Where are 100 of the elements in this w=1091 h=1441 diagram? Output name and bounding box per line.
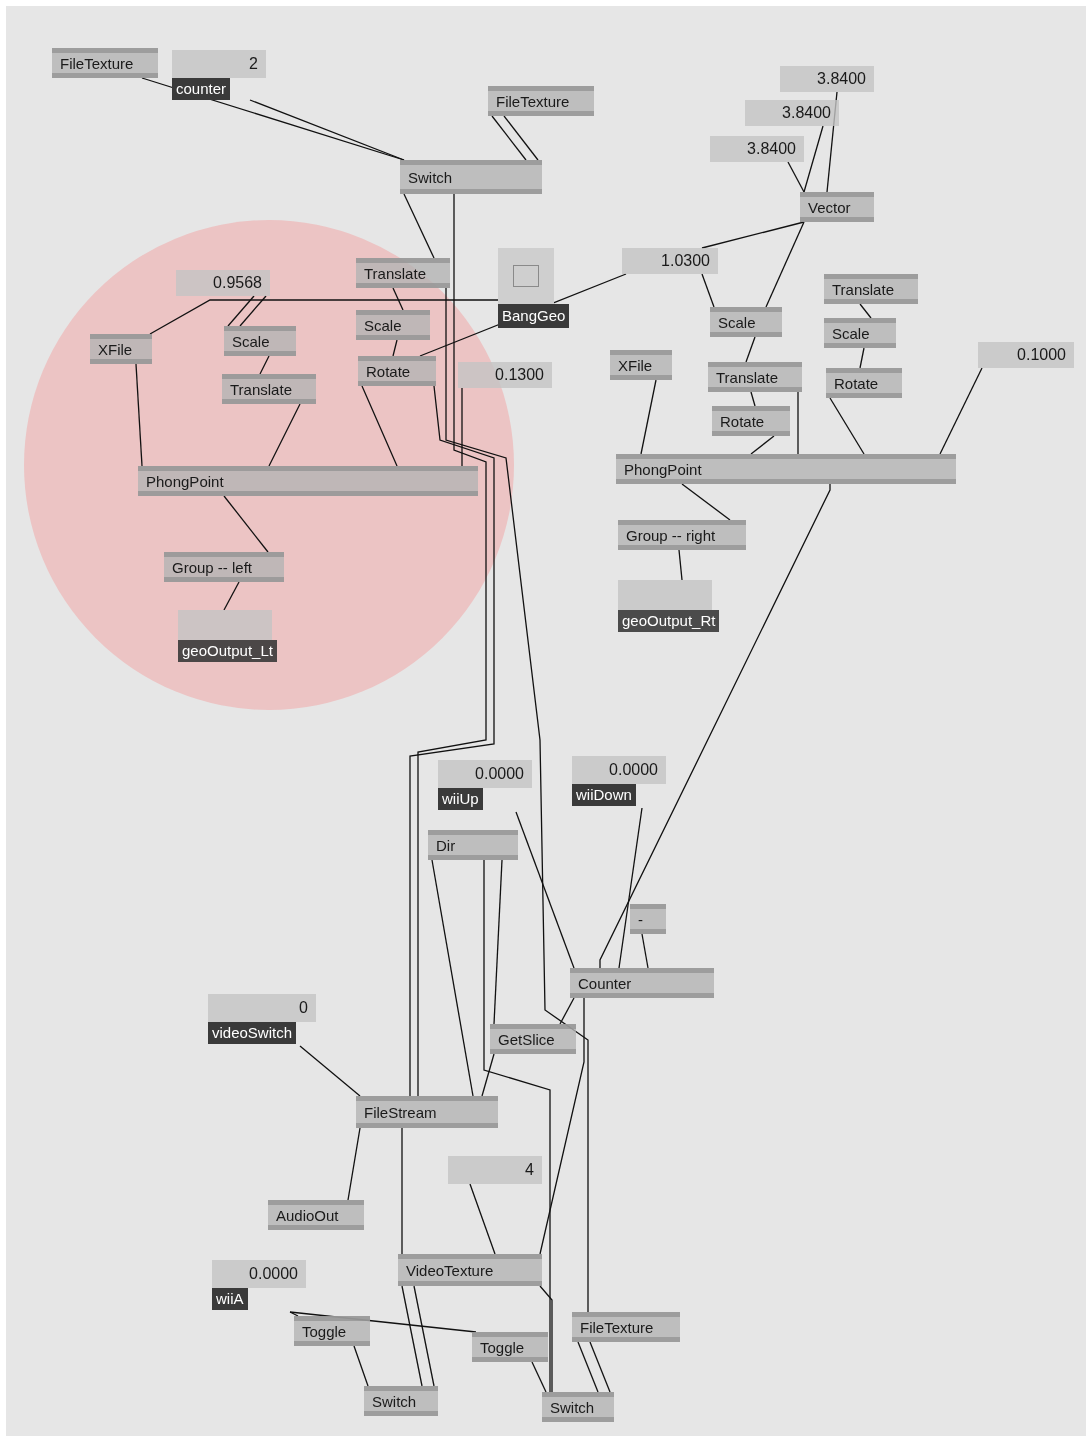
value-label: 1.0300 (661, 251, 710, 271)
node-box (710, 307, 782, 337)
node-label: Scale (231, 333, 271, 349)
node-label: Scale (717, 314, 757, 330)
patch-cord (227, 295, 255, 327)
node-label: Group -- left (171, 559, 254, 575)
node-label: Rotate (365, 363, 412, 379)
node-box (222, 374, 316, 404)
value-box (780, 66, 874, 92)
patch-cord (259, 355, 270, 375)
patch-cord (765, 221, 805, 308)
patch-cord (361, 385, 398, 467)
patch-cord (701, 221, 805, 249)
patch-cord (149, 299, 499, 335)
value-label: 0 (299, 998, 308, 1018)
patch-cord (403, 193, 435, 259)
patch-cord (401, 1285, 423, 1387)
node-box (610, 350, 672, 380)
value-label: 4 (525, 1160, 534, 1180)
patch-cord (787, 161, 805, 193)
node-label: Rotate (833, 375, 880, 391)
value-label: 0.0000 (249, 1264, 298, 1284)
patch-cord (681, 483, 731, 521)
node-label: Translate (715, 369, 779, 385)
value-label: 0.0000 (609, 760, 658, 780)
patch-cord (678, 549, 683, 581)
patch-cord (401, 1127, 403, 1255)
patch-cord (413, 1285, 435, 1387)
patch-cord (347, 1127, 361, 1201)
patch-cord (135, 363, 143, 467)
patch-cord (750, 435, 775, 455)
patch-cord (249, 99, 405, 161)
patch-cord (701, 273, 715, 308)
patch-cord (491, 115, 527, 161)
patch-cord (431, 859, 474, 1097)
node-box (542, 1392, 614, 1422)
io-name-label: geoOutput_Lt (178, 640, 277, 662)
patch-cord (503, 115, 539, 161)
node-label: Switch (371, 1393, 418, 1409)
value-box (622, 248, 718, 274)
patch-cord (559, 997, 575, 1025)
patch-cord (539, 997, 585, 1255)
node-label: Counter (577, 975, 633, 991)
node-box (630, 904, 666, 934)
node-box (708, 362, 802, 392)
value-label: 0.9568 (213, 273, 262, 293)
patch-cord (481, 1053, 495, 1097)
node-box (570, 968, 714, 998)
node-label: Toggle (479, 1339, 526, 1355)
value-box (176, 270, 270, 296)
value-box (978, 342, 1074, 368)
patch-cord (589, 1341, 611, 1393)
io-name-label: wiiUp (438, 788, 483, 810)
value-label: 3.8400 (817, 69, 866, 89)
node-box (472, 1332, 548, 1362)
node-box (428, 830, 518, 860)
patch-cord (392, 339, 398, 357)
patch-cord (461, 387, 463, 467)
node-label: XFile (617, 357, 654, 373)
node-label: Scale (363, 317, 403, 333)
patch-cord (829, 397, 865, 455)
patch-cord (445, 287, 589, 1313)
node-box (712, 406, 790, 436)
io-name-label: videoSwitch (208, 1022, 297, 1044)
patch-cord (223, 495, 269, 553)
node-label: XFile (97, 341, 134, 357)
node-box (824, 318, 896, 348)
patch-cord (299, 1045, 361, 1097)
node-label: GetSlice (497, 1031, 556, 1047)
node-box (224, 326, 296, 356)
node-box (572, 1312, 680, 1342)
value-box (458, 362, 552, 388)
node-box (364, 1386, 438, 1416)
node-label: PhongPoint (623, 461, 703, 477)
node-label: Switch (549, 1399, 596, 1415)
node-label: Rotate (719, 413, 766, 429)
value-box (448, 1156, 542, 1184)
node-box (400, 160, 542, 194)
io-name-label: geoOutput_Rt (618, 610, 720, 632)
patch-cord (223, 581, 240, 611)
node-box (138, 466, 478, 496)
patch-cord (483, 859, 551, 1393)
node-box (490, 1024, 576, 1054)
value-label: 2 (249, 54, 258, 74)
value-label: 0.1000 (1017, 345, 1066, 365)
patch-cord (493, 859, 503, 1025)
value-label: 0.1300 (495, 365, 544, 385)
node-label: Translate (831, 281, 895, 297)
value-box (710, 136, 804, 162)
node-box (398, 1254, 542, 1286)
node-label: Dir (435, 837, 457, 853)
io-name-label: wiiDown (572, 784, 636, 806)
node-box (800, 192, 874, 222)
patch-cord (515, 811, 575, 969)
patch-cord (577, 1341, 599, 1393)
node-box (356, 310, 430, 340)
patch-cord (803, 125, 824, 193)
patch-cord (859, 347, 865, 369)
node-label: Translate (229, 381, 293, 397)
patch-cord (353, 1345, 369, 1387)
